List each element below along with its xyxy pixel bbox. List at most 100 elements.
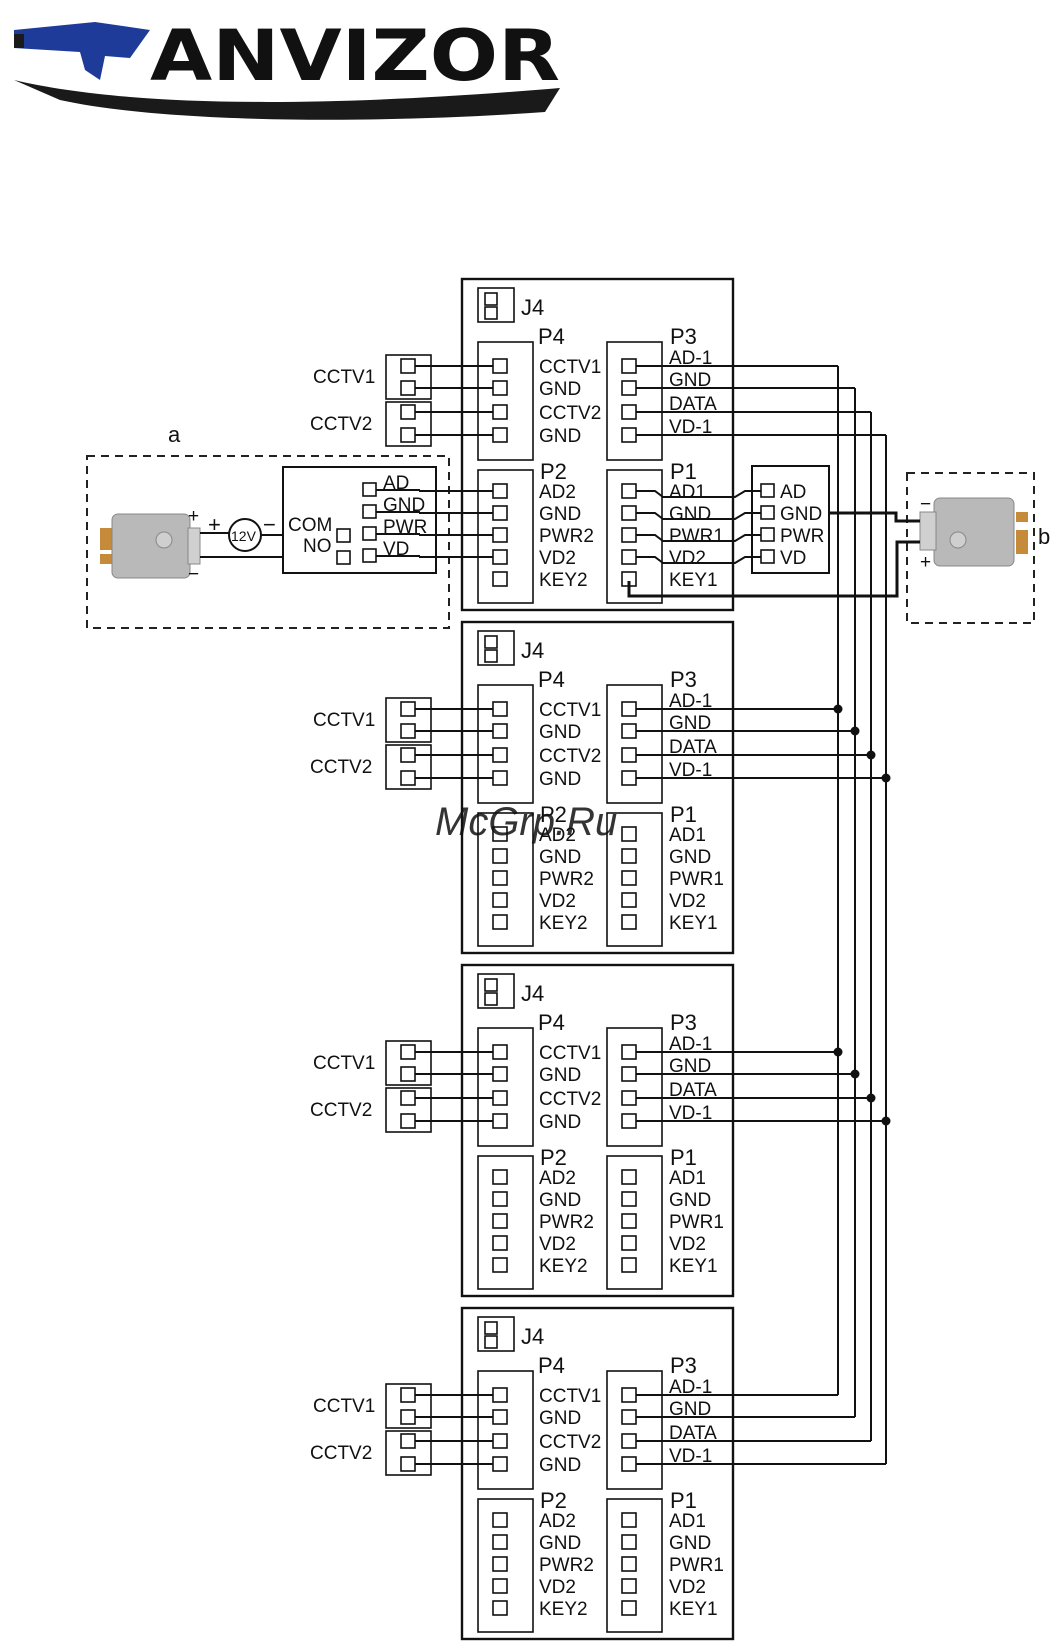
cctv-pin [400,427,416,443]
door-panel-b-terminal [760,549,775,564]
bus-wires [837,366,887,1464]
door-panel-b-terminal [760,527,775,542]
cctv2-label: CCTV2 [310,1443,372,1464]
p1-pin-label: AD1 [669,482,706,503]
door-panel-a-label: GND [383,495,425,516]
p4-pin [492,770,508,786]
p4-pin-label: GND [539,1065,581,1086]
p3-pin [621,701,637,717]
cctv-pin [400,701,416,717]
p1-door-b-wire [636,556,761,564]
p2-pin [492,1235,508,1251]
p4-pin-label: GND [539,379,581,400]
p3-pin [621,770,637,786]
p2-pin [492,1169,508,1185]
p3-pin-label: DATA [669,394,717,415]
p4-pin-label: GND [539,1112,581,1133]
p2-pin-label: AD2 [539,482,576,503]
cctv-pin [400,770,416,786]
p3-pin-label: VD-1 [669,417,712,438]
p4-pin [492,723,508,739]
p1-pin-label: KEY1 [669,570,718,591]
p3-pin [621,1387,637,1403]
p2-pin [492,527,508,543]
p1-pin [621,549,637,565]
cctv1-label: CCTV1 [313,710,375,731]
p4-pin-label: CCTV1 [539,357,601,378]
p4-pin-label: CCTV1 [539,700,601,721]
p2-pin [492,1213,508,1229]
p2-pin-label: PWR2 [539,1212,594,1233]
door-a-p2-wire [419,556,493,558]
p1-label: P1 [670,802,697,827]
door-panel-a-terminal [362,526,377,541]
p4-pin-label: CCTV1 [539,1386,601,1407]
door-panel-a-terminal [362,504,377,519]
p3-pin-label: DATA [669,737,717,758]
p1-pin [621,914,637,930]
door-panel-a-label: PWR [383,517,427,538]
p4-pin-label: GND [539,1455,581,1476]
door-panel-b-label: AD [780,482,806,503]
j4-pin [484,292,498,306]
p3-pin [621,723,637,739]
lock-a-plus: + [188,506,199,527]
p3-pin-label: VD-1 [669,1103,712,1124]
door-a-p2-wire [419,490,493,492]
p4-pin-label: GND [539,769,581,790]
cctv-pin [400,358,416,374]
camera-icon [14,22,150,80]
cctv2-label: CCTV2 [310,414,372,435]
p1-pin [621,1169,637,1185]
j4-label: J4 [521,295,544,320]
j4-pin [484,649,498,663]
door-panel-a-terminal [362,548,377,563]
p4-label: P4 [538,667,565,692]
p2-pin [492,505,508,521]
door-panel-a-label: VD [383,539,409,560]
p2-pin-label: VD2 [539,891,576,912]
p3-pin-label: VD-1 [669,760,712,781]
p1-pin [621,505,637,521]
j4-pin [484,978,498,992]
p3-pin-label: GND [669,713,711,734]
cctv-pin [400,1387,416,1403]
p3-pin [621,404,637,420]
cctv-pin [400,404,416,420]
p4-pin [492,1044,508,1060]
p2-pin [492,870,508,886]
p4-pin [492,1387,508,1403]
cctv2-label: CCTV2 [310,1100,372,1121]
p4-pin [492,1113,508,1129]
p1-pin-label: GND [669,1190,711,1211]
j4-pin [484,1335,498,1349]
p1-pin [621,483,637,499]
p1-label: P1 [670,1145,697,1170]
j4-pin [484,306,498,320]
com-terminal [336,528,351,543]
cctv-pin [400,1409,416,1425]
p1-pin [621,826,637,842]
lock-screw-b [949,531,967,549]
cctv-pin [400,1456,416,1472]
lock-b-plus: + [920,552,931,573]
j4-label: J4 [521,1324,544,1349]
p3-pin [621,380,637,396]
p2-pin [492,914,508,930]
electric-lock-a [100,513,201,579]
p3-pin-label: AD-1 [669,1377,712,1398]
lock-a-minus: − [188,564,199,585]
p2-pin [492,1556,508,1572]
p1-pin [621,1191,637,1207]
door-panel-b-terminal [760,483,775,498]
region-a-label: a [168,422,181,447]
p1-door-b-wire [636,490,761,498]
p3-pin-label: GND [669,370,711,391]
p4-pin [492,404,508,420]
com-label: COM [288,515,332,536]
p3-pin [621,1433,637,1449]
p3-pin [621,427,637,443]
